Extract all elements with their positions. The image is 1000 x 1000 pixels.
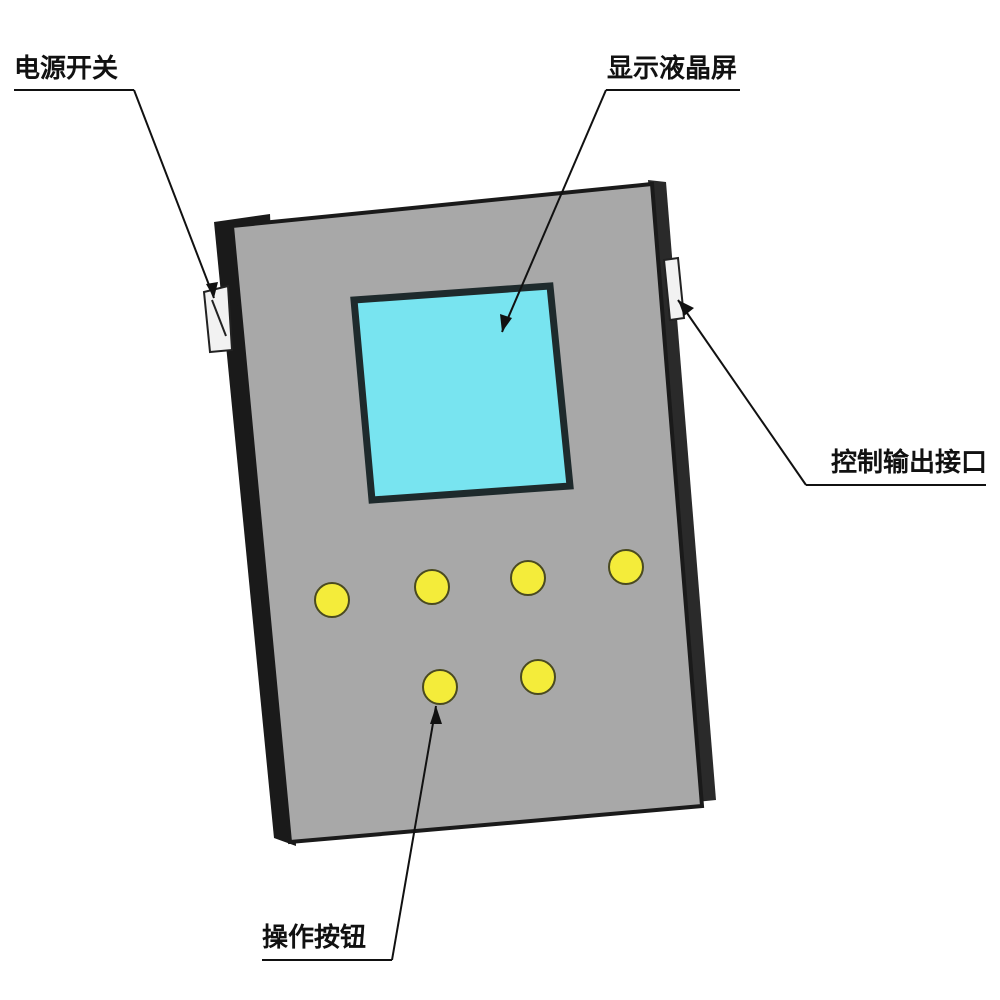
panel-face xyxy=(229,181,705,845)
leader-control-output xyxy=(677,299,986,486)
operation-button[interactable] xyxy=(608,549,644,585)
control-output-port[interactable] xyxy=(662,256,686,322)
operation-buttons-label: 操作按钮 xyxy=(262,923,367,953)
arrowhead-lcd-screen xyxy=(500,314,512,332)
operation-button[interactable] xyxy=(422,669,458,705)
arrowhead-power-switch xyxy=(206,282,218,298)
leader-operation-buttons xyxy=(262,705,437,961)
lcd-screen xyxy=(350,282,574,504)
operation-button[interactable] xyxy=(520,659,556,695)
leader-lcd-screen xyxy=(501,89,740,333)
lcd-screen-label: 显示液晶屏 xyxy=(607,54,738,84)
leader-power-switch xyxy=(14,89,215,299)
arrowhead-operation-buttons xyxy=(430,706,442,724)
operation-button[interactable] xyxy=(510,560,546,596)
power-switch-label: 电源开关 xyxy=(14,54,119,84)
control-output-label: 控制输出接口 xyxy=(831,448,988,478)
operation-button[interactable] xyxy=(314,582,350,618)
operation-buttons xyxy=(314,549,644,705)
arrowhead-control-output xyxy=(678,300,694,316)
power-switch[interactable] xyxy=(202,284,234,354)
operation-button[interactable] xyxy=(414,569,450,605)
